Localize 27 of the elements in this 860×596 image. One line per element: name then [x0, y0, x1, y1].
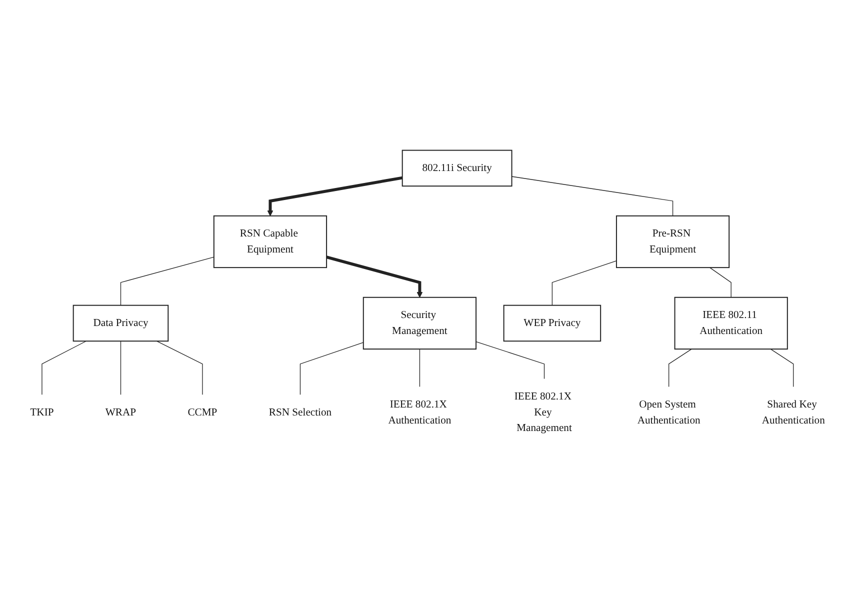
- node-box: 802.11i Security: [402, 149, 512, 186]
- connector: [120, 256, 214, 306]
- connector: [300, 342, 364, 395]
- connector: [419, 348, 420, 387]
- arrow: [326, 255, 423, 298]
- node-text: TKIP: [30, 406, 54, 418]
- connector: [156, 340, 203, 395]
- node-box: RSN Capable Equipment: [213, 215, 328, 268]
- node-text: Shared Key Authentication: [762, 398, 825, 426]
- node-box: WEP Privacy: [503, 304, 602, 342]
- node-text: IEEE 802.1X Authentication: [388, 398, 452, 426]
- node-text: WRAP: [105, 406, 136, 418]
- connector: [709, 266, 732, 298]
- node-text: RSN Selection: [268, 406, 332, 418]
- node-box: Data Privacy: [72, 304, 169, 342]
- arrow: [267, 176, 403, 216]
- connector: [552, 260, 617, 306]
- node-text: Open System Authentication: [637, 398, 700, 426]
- connector: [120, 340, 122, 395]
- node-text: IEEE 802.1X Key Management: [514, 390, 572, 434]
- node-text: CCMP: [188, 406, 218, 418]
- node-box: IEEE 802.11 Authentication: [674, 296, 788, 350]
- connector: [42, 340, 86, 395]
- node-box: Security Management: [362, 296, 477, 350]
- connector: [511, 176, 674, 216]
- connector: [476, 340, 545, 379]
- node-box: Pre-RSN Equipment: [616, 215, 730, 268]
